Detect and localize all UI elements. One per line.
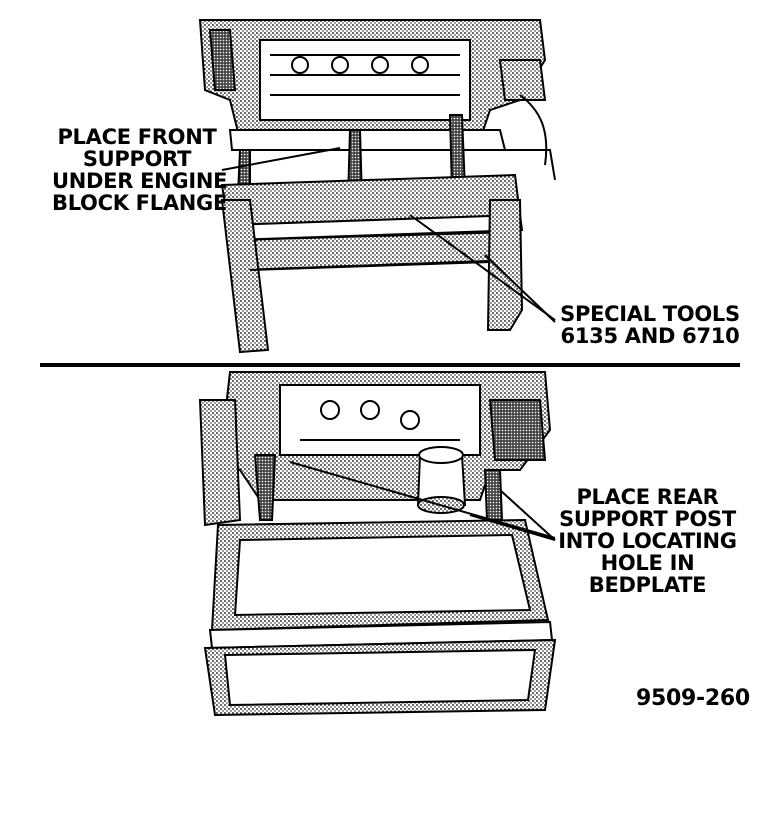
top-leader-lines (221, 147, 556, 323)
special-tools-callout: SPECIAL TOOLS 6135 AND 6710 (560, 303, 740, 347)
front-support-line-1: PLACE FRONT (57, 125, 217, 149)
bottom-engine-illustration (198, 371, 557, 717)
front-support-line-4: BLOCK FLANGE (52, 191, 228, 215)
front-support-line-3: UNDER ENGINE (52, 169, 228, 193)
figure-number: 9509-260 (636, 686, 750, 711)
rear-support-line-5: BEDPLATE (588, 573, 707, 597)
special-tools-line-2: 6135 AND 6710 (560, 324, 740, 348)
front-support-line-2: SUPPORT (82, 147, 192, 171)
bottom-leader-lines (289, 461, 556, 541)
panel-divider (40, 363, 740, 367)
rear-support-line-3: INTO LOCATING (558, 529, 737, 553)
special-tools-line-1: SPECIAL TOOLS (560, 302, 740, 326)
rear-support-line-1: PLACE REAR (576, 485, 719, 509)
top-engine-illustration (198, 19, 556, 354)
rear-support-line-2: SUPPORT POST (559, 507, 736, 531)
rear-support-line-4: HOLE IN (600, 551, 695, 575)
front-support-callout: PLACE FRONT SUPPORT UNDER ENGINE BLOCK F… (52, 125, 228, 215)
rear-support-callout: PLACE REAR SUPPORT POST INTO LOCATING HO… (555, 486, 740, 596)
